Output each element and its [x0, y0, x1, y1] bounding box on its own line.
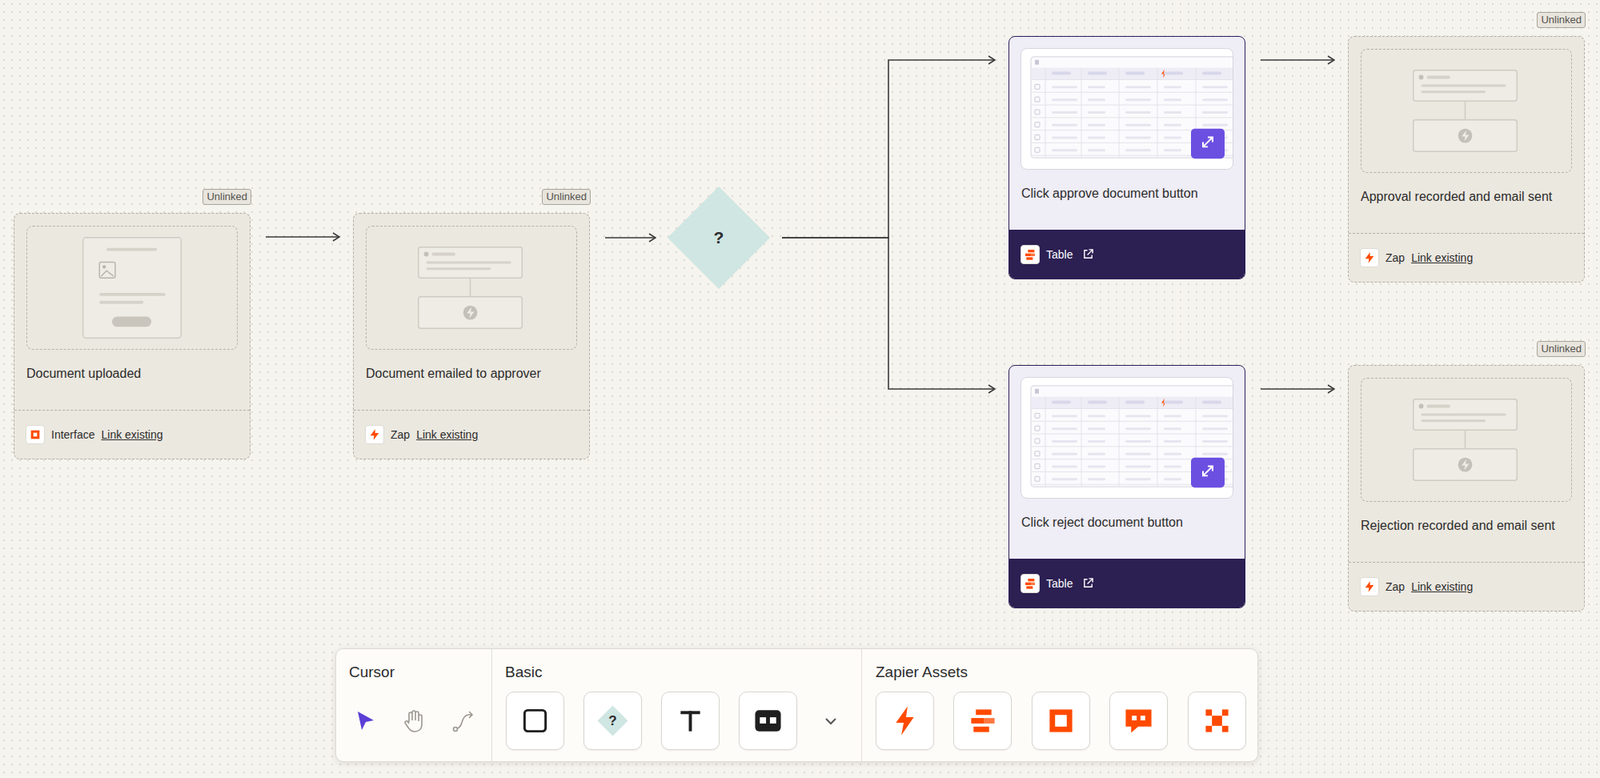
flow-arrow: [1260, 59, 1335, 61]
flow-arrow: [781, 60, 995, 238]
step-title: Approval recorded and email sent: [1360, 188, 1552, 205]
shape-button: [505, 691, 565, 750]
status-badge: Unlinked: [1536, 12, 1586, 29]
toolbar-section-label: Cursor: [348, 663, 395, 681]
link-existing: Link existing: [100, 428, 163, 442]
flow-arrow: [781, 237, 995, 389]
step-title: Document emailed to approver: [365, 365, 542, 382]
card-footer: Table: [1009, 229, 1245, 279]
card-footer: Zap Link existing: [1348, 232, 1584, 282]
step-title: Document uploaded: [26, 365, 141, 382]
chatbot-button: [1109, 691, 1168, 750]
card-footer: Zap Link existing: [353, 409, 590, 459]
asset-icon: [1359, 248, 1380, 268]
asset-type: Table: [1046, 577, 1073, 590]
zap-button: [875, 691, 935, 750]
card-footer: Interface Link existing: [14, 409, 250, 459]
more-chevron: [816, 706, 846, 736]
flow-arrow: [265, 236, 340, 238]
text-button: [661, 691, 720, 750]
decision-label: ?: [713, 228, 725, 248]
link-existing: Link existing: [1411, 580, 1473, 594]
table-step-card: Click approve document buttonTable: [1008, 36, 1246, 280]
step-title: Rejection recorded and email sent: [1360, 517, 1556, 534]
external-link-icon: [1082, 248, 1095, 261]
preview-thumbnail: [1020, 376, 1234, 499]
card-footer: Zap Link existing: [1348, 561, 1584, 611]
toolbar-section-label: Basic: [505, 663, 542, 681]
table-button: [953, 691, 1012, 750]
section-head: Zapier Assets: [875, 663, 968, 682]
asset-type: Interface: [51, 428, 95, 442]
preview-thumbnail: [1360, 377, 1572, 502]
section-head: Cursor: [348, 663, 395, 682]
interface-button: [1031, 691, 1091, 750]
connector-tool-icon: [449, 706, 478, 736]
preview-thumbnail: [1020, 48, 1234, 170]
toolbar-section-label: Zapier Assets: [875, 663, 968, 681]
asset-type: Zap: [390, 428, 410, 442]
cursor-icon: [350, 706, 380, 736]
external-link-icon: [1082, 577, 1095, 590]
interface-step-card: Document uploadedInterfaceLink existingU…: [13, 212, 251, 460]
asset-icon: [364, 425, 385, 445]
status-badge: Unlinked: [1536, 340, 1586, 357]
zap-step-card: Rejection recorded and email sentZap Link…: [1347, 364, 1585, 612]
link-existing: Link existing: [1411, 251, 1473, 265]
divider: [491, 649, 493, 762]
status-badge: Unlinked: [202, 188, 252, 205]
table-step-card: Click reject document buttonTable: [1008, 364, 1246, 609]
divider: [861, 649, 863, 762]
hand-icon: [399, 706, 429, 736]
zap-step-card: Approval recorded and email sentZap Link …: [1347, 36, 1585, 283]
decision-diamond: ?: [667, 186, 770, 289]
flow-arrow: [605, 236, 656, 239]
asset-type: Table: [1046, 248, 1073, 261]
decision-button: ?: [583, 691, 642, 750]
step-title: Click reject document button: [1021, 514, 1183, 531]
card-button: [738, 691, 798, 750]
asset-icon: [1020, 244, 1040, 265]
preview-thumbnail: [365, 225, 578, 350]
zap-step-card: Document emailed to approverZap Link exis…: [352, 212, 590, 460]
flow-arrow: [1260, 388, 1335, 390]
section-head: Basic: [505, 663, 542, 682]
button-glyph: ?: [608, 713, 617, 730]
asset-icon: [1359, 577, 1380, 597]
asset-icon: [25, 425, 45, 445]
asset-type: Zap: [1385, 580, 1405, 594]
status-badge: Unlinked: [541, 188, 591, 205]
toolbar: Cursor Basic ? Zapier Assets: [335, 648, 1259, 762]
canvas-button: [1187, 691, 1247, 750]
preview-thumbnail: [26, 225, 238, 350]
preview-thumbnail: [1360, 48, 1572, 173]
step-title: Click approve document button: [1021, 185, 1199, 202]
link-existing: Link existing: [416, 428, 478, 442]
card-footer: Table: [1009, 558, 1245, 608]
asset-icon: [1020, 573, 1040, 594]
asset-type: Zap: [1385, 251, 1405, 265]
